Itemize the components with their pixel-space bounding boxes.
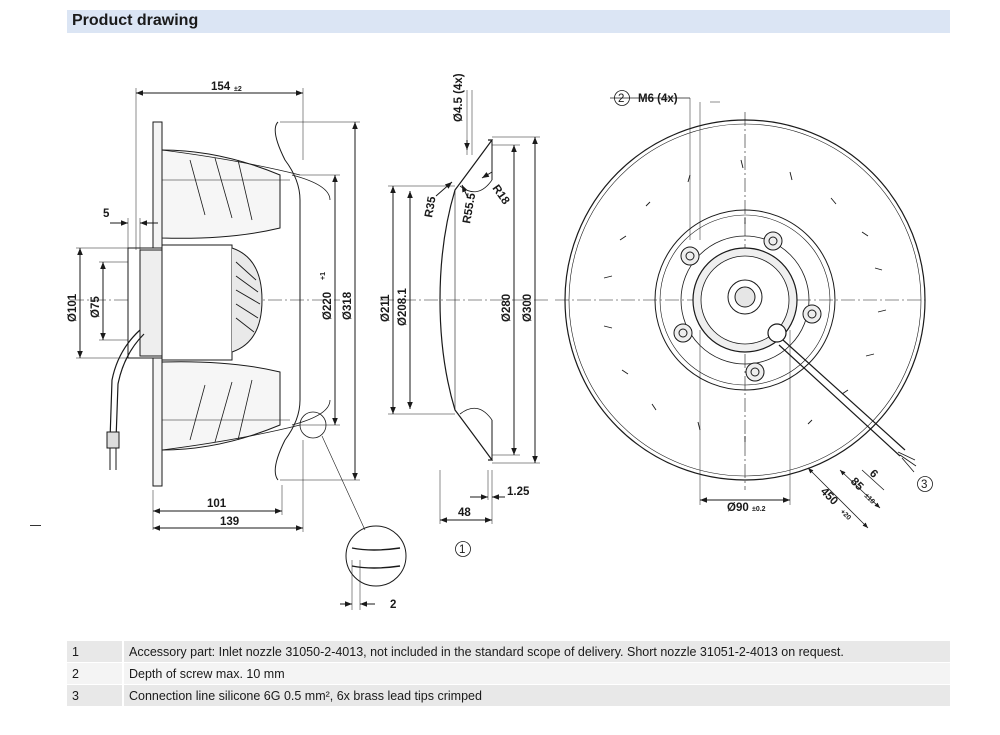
dim-5: 5 — [103, 208, 110, 220]
note-text: Depth of screw max. 10 mm — [123, 662, 950, 685]
blade-marks — [603, 159, 887, 442]
dim-2: 2 — [390, 599, 396, 611]
dim-r18: R18 — [490, 183, 512, 208]
nozzle-view-labels: Ø4.5 (4x) R35 R55.5 R18 Ø211 Ø208.1 Ø280… — [380, 73, 534, 556]
dim-d90-tol: ±0.2 — [752, 506, 766, 513]
callout-2: 2 — [618, 93, 624, 105]
dim-154: 154 — [211, 81, 231, 93]
note-text: Accessory part: Inlet nozzle 31050-2-401… — [123, 641, 950, 663]
note-row: 3 Connection line silicone 6G 0.5 mm², 6… — [67, 684, 950, 707]
dim-cable-85-tol: ±10 — [863, 492, 876, 505]
nozzle-view — [380, 90, 550, 557]
dim-d300: Ø300 — [522, 294, 534, 322]
dim-d208: Ø208.1 — [397, 288, 409, 326]
dim-d318: Ø318 — [342, 291, 354, 320]
note-number: 1 — [67, 641, 124, 663]
dim-r35: R35 — [423, 195, 439, 218]
side-view — [70, 88, 407, 610]
margin-mark — [30, 525, 41, 526]
dim-d220-tol: +1 — [320, 272, 327, 280]
dim-m6: M6 (4x) — [638, 93, 678, 105]
dim-r55: R55.5 — [461, 192, 478, 225]
dim-48: 48 — [458, 507, 471, 519]
note-number: 2 — [67, 662, 124, 685]
dim-d280: Ø280 — [501, 294, 513, 322]
section-title: Product drawing — [72, 12, 199, 29]
note-text: Connection line silicone 6G 0.5 mm², 6x … — [123, 684, 950, 707]
dim-154-tol: ±2 — [234, 86, 242, 93]
note-row: 1 Accessory part: Inlet nozzle 31050-2-4… — [67, 641, 950, 663]
note-number: 3 — [67, 684, 124, 707]
technical-drawing: 154 ±2 5 Ø101 Ø75 Ø220 +1 Ø318 101 139 2 — [67, 73, 933, 611]
front-view — [555, 90, 933, 529]
dim-d90: Ø90 — [727, 502, 749, 514]
dim-cable-450: 450 — [818, 486, 840, 508]
dim-cable-85: 85 — [848, 476, 866, 494]
callout-1: 1 — [459, 544, 465, 556]
dim-139: 139 — [220, 516, 239, 528]
dim-hole-d45: Ø4.5 (4x) — [453, 73, 465, 122]
dim-101: 101 — [207, 498, 227, 510]
section-header: Product drawing — [67, 10, 950, 33]
mounting-bosses — [673, 231, 822, 382]
dim-d75: Ø75 — [90, 296, 102, 318]
dim-1-25: 1.25 — [507, 486, 530, 498]
side-view-labels: 154 ±2 5 Ø101 Ø75 Ø220 +1 Ø318 101 139 2 — [67, 81, 396, 611]
dim-cable-6: 6 — [867, 468, 880, 481]
dim-d211: Ø211 — [380, 294, 392, 322]
dim-d101: Ø101 — [67, 293, 79, 322]
dim-d220: Ø220 — [322, 292, 334, 320]
notes-table: 1 Accessory part: Inlet nozzle 31050-2-4… — [67, 641, 950, 707]
callout-3: 3 — [921, 479, 927, 491]
note-row: 2 Depth of screw max. 10 mm — [67, 662, 950, 685]
